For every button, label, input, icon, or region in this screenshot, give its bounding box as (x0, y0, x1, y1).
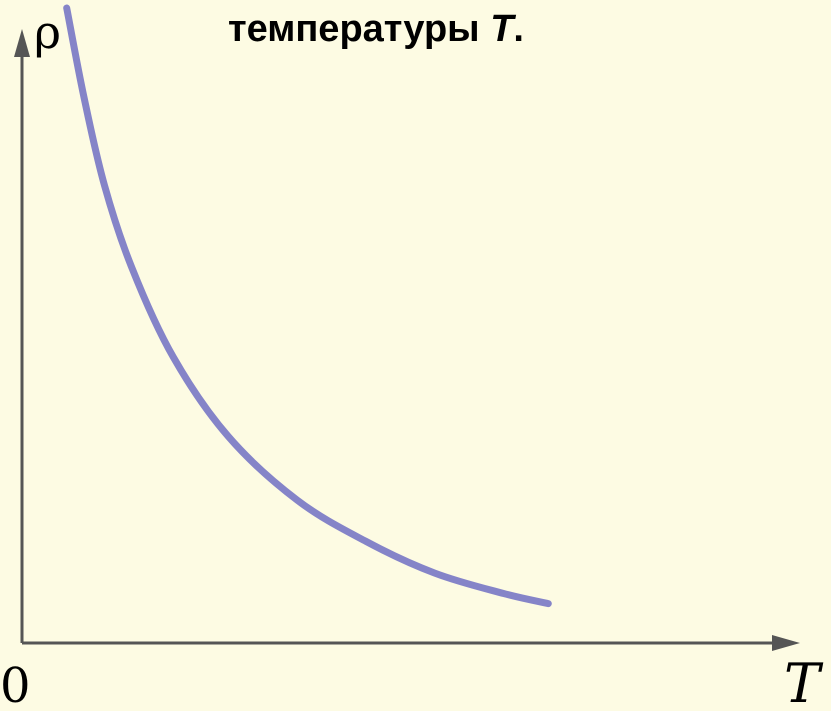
origin-label: 0 (0, 658, 31, 711)
axis-labels: ρT0 (0, 5, 824, 711)
title-main: температуры (228, 8, 491, 50)
series-line-0 (63, 4, 552, 608)
x-axis-arrow (772, 635, 800, 651)
x-axis-label: T (784, 652, 824, 711)
y-axis-arrow (14, 29, 30, 57)
title-variable: T (490, 8, 514, 50)
y-axis-label: ρ (34, 5, 61, 59)
chart-title: температуры T. (228, 10, 524, 48)
title-suffix: . (513, 8, 524, 50)
axes (14, 29, 800, 651)
curves (63, 4, 552, 608)
